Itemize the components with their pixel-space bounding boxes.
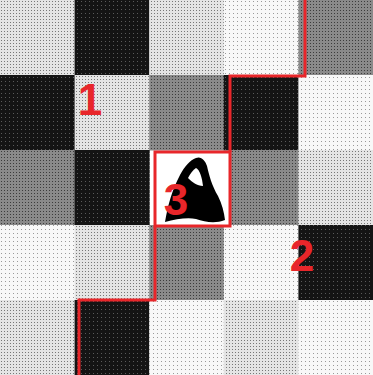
grid-cell (298, 150, 373, 226)
grid-cell (0, 0, 75, 76)
hat-highlight (188, 168, 203, 186)
grid-cell (0, 300, 75, 375)
grid-cell (224, 150, 299, 226)
callout-number: 3 (164, 178, 188, 222)
grid-cell (75, 0, 150, 76)
grid-cell (0, 75, 75, 151)
grid-cell (75, 300, 150, 375)
route-lines (79, 0, 305, 375)
grid-cell (224, 225, 299, 301)
route-line (230, 0, 305, 152)
center-cell (155, 152, 230, 226)
route-box (155, 152, 230, 226)
grid-cell (298, 300, 373, 375)
grid-cell (0, 150, 75, 226)
grid-cell (298, 75, 373, 151)
grid-cell (149, 300, 224, 375)
grid-cell (75, 75, 150, 151)
grid-cell (149, 75, 224, 151)
grid-cell (298, 0, 373, 76)
grid-cell (75, 150, 150, 226)
callout-number: 2 (290, 234, 314, 278)
grid-cell (0, 225, 75, 301)
grid-cell (224, 0, 299, 76)
callout-number: 1 (78, 78, 102, 122)
grid-cell (75, 225, 150, 301)
grid-cell (149, 0, 224, 76)
grid-cell (149, 225, 224, 301)
grid-cell (224, 300, 299, 375)
route-line (79, 226, 155, 375)
grid-cell (224, 75, 299, 151)
